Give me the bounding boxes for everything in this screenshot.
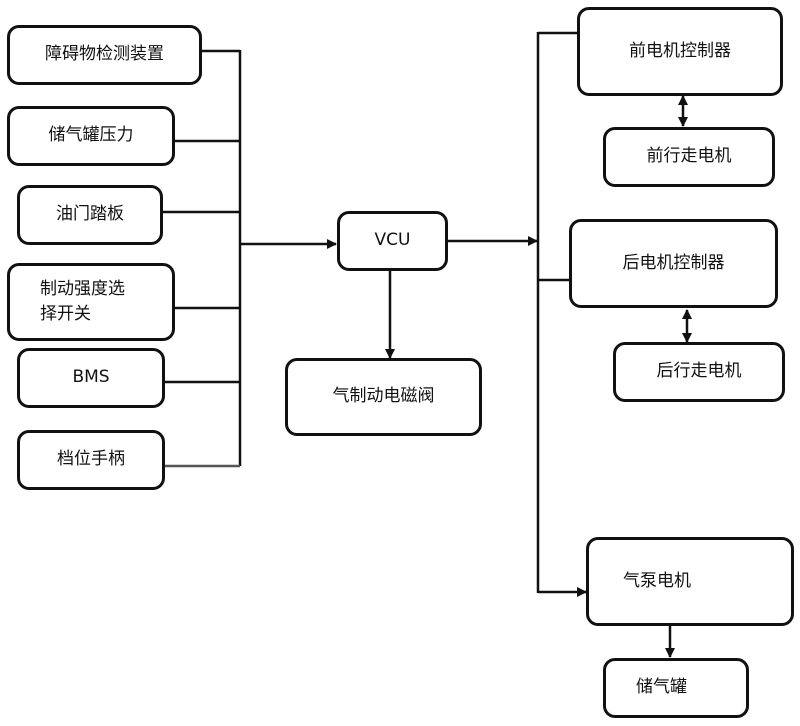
air-pump-motor: 气泵电机: [586, 537, 794, 626]
pump-motor-label: 气泵电机: [623, 570, 691, 591]
vcu-label: VCU: [374, 230, 411, 251]
rear-drive-motor: 后行走电机: [613, 342, 785, 402]
input-label: 障碍物检测装置: [45, 44, 164, 65]
air-brake-solenoid-valve: 气制动电磁阀: [285, 358, 482, 436]
rear-motor-label: 后行走电机: [656, 361, 742, 382]
front-motor-label: 前行走电机: [646, 146, 732, 167]
input-brake-strength-switch: 制动强度选择开关: [7, 263, 175, 341]
input-label: BMS: [72, 367, 110, 388]
input-bms: BMS: [17, 348, 165, 408]
input-label: 档位手柄: [57, 449, 125, 470]
front-motor-controller: 前电机控制器: [577, 7, 783, 96]
input-tank-pressure: 储气罐压力: [7, 106, 175, 166]
valve-label: 气制动电磁阀: [332, 386, 435, 407]
input-throttle-pedal: 油门踏板: [17, 185, 163, 245]
air-tank-label: 储气罐: [636, 677, 687, 698]
input-label: 储气罐压力: [48, 125, 134, 146]
air-storage-tank: 储气罐: [603, 658, 749, 718]
input-obstacle-detector: 障碍物检测装置: [7, 25, 202, 85]
rear-controller-label: 后电机控制器: [622, 252, 725, 273]
vcu-box: VCU: [337, 211, 448, 271]
input-label: 油门踏板: [56, 204, 124, 225]
front-drive-motor: 前行走电机: [603, 127, 775, 187]
front-controller-label: 前电机控制器: [629, 40, 731, 61]
rear-motor-controller: 后电机控制器: [569, 219, 778, 308]
input-label: 制动强度选择开关: [40, 278, 125, 325]
input-gear-handle: 档位手柄: [17, 430, 165, 490]
